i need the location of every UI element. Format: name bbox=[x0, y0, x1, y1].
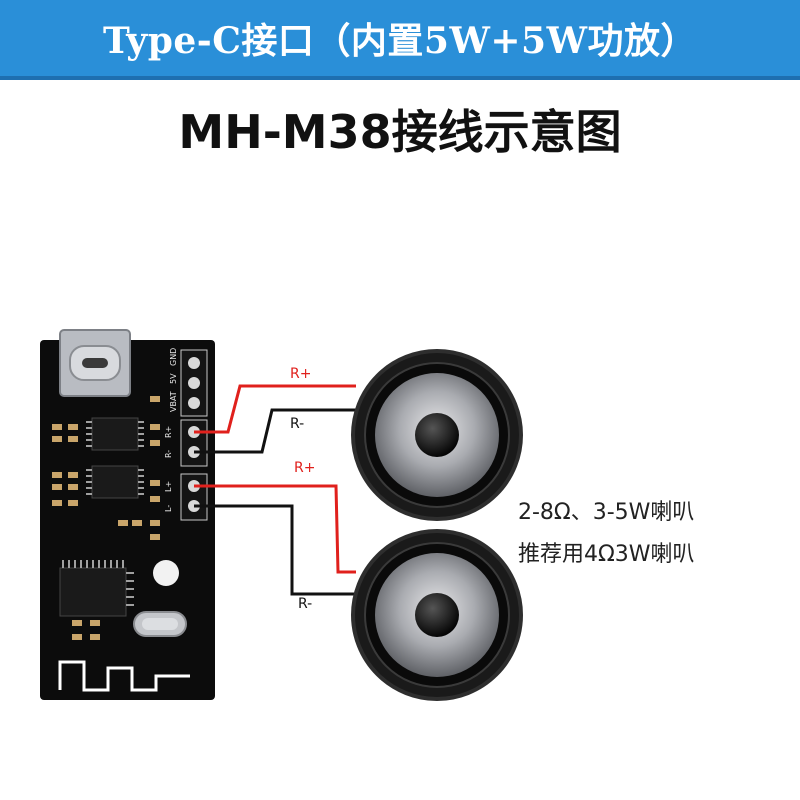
pin-label-lminus: L- bbox=[164, 505, 173, 512]
wire-bottom-minus bbox=[194, 504, 356, 596]
antenna-trace-icon bbox=[58, 660, 190, 692]
mh-m38-board: GND 5V VBAT R+ R- L+ L- bbox=[40, 329, 215, 700]
header-banner: Type-C接口（内置5W+5W功放） bbox=[0, 0, 800, 80]
speaker-wires bbox=[194, 384, 356, 596]
speaker-spec-line1: 2-8Ω、3-5W喇叭 bbox=[518, 500, 695, 525]
banner-title: Type-C接口（内置5W+5W功放） bbox=[102, 20, 698, 62]
amplifier-chips bbox=[86, 417, 144, 499]
wire-label-top-plus: R+ bbox=[290, 366, 311, 382]
wire-label-top-minus: R- bbox=[290, 416, 304, 432]
pin-label-5v: 5V bbox=[169, 373, 178, 384]
pin-label-gnd: GND bbox=[169, 348, 178, 366]
led-indicator bbox=[153, 560, 179, 586]
speaker-icon bbox=[351, 529, 523, 701]
bluetooth-chip bbox=[59, 560, 134, 617]
wire-top-plus bbox=[194, 384, 356, 434]
pin-label-rminus: R- bbox=[164, 450, 173, 458]
pin-label-lplus: L+ bbox=[164, 481, 173, 492]
wire-label-bottom-plus: R+ bbox=[294, 460, 315, 476]
pin-label-vbat: VBAT bbox=[169, 391, 178, 412]
left-channel-terminal: L+ L- bbox=[164, 473, 208, 521]
speaker-spec-line2: 推荐用4Ω3W喇叭 bbox=[518, 542, 695, 567]
right-channel-terminal: R+ R- bbox=[164, 419, 208, 467]
usb-c-connector-icon bbox=[59, 329, 131, 397]
wire-top-minus bbox=[194, 408, 356, 454]
speaker-icon bbox=[351, 349, 523, 521]
power-pin-header: GND 5V VBAT bbox=[169, 348, 208, 417]
diagram-title: MH-M38接线示意图 bbox=[178, 105, 622, 159]
pin-label-rplus: R+ bbox=[164, 426, 173, 438]
smd-components bbox=[52, 396, 160, 640]
crystal-icon bbox=[133, 611, 187, 637]
wire-bottom-plus bbox=[194, 484, 356, 574]
wire-label-bottom-minus: R- bbox=[298, 596, 312, 612]
